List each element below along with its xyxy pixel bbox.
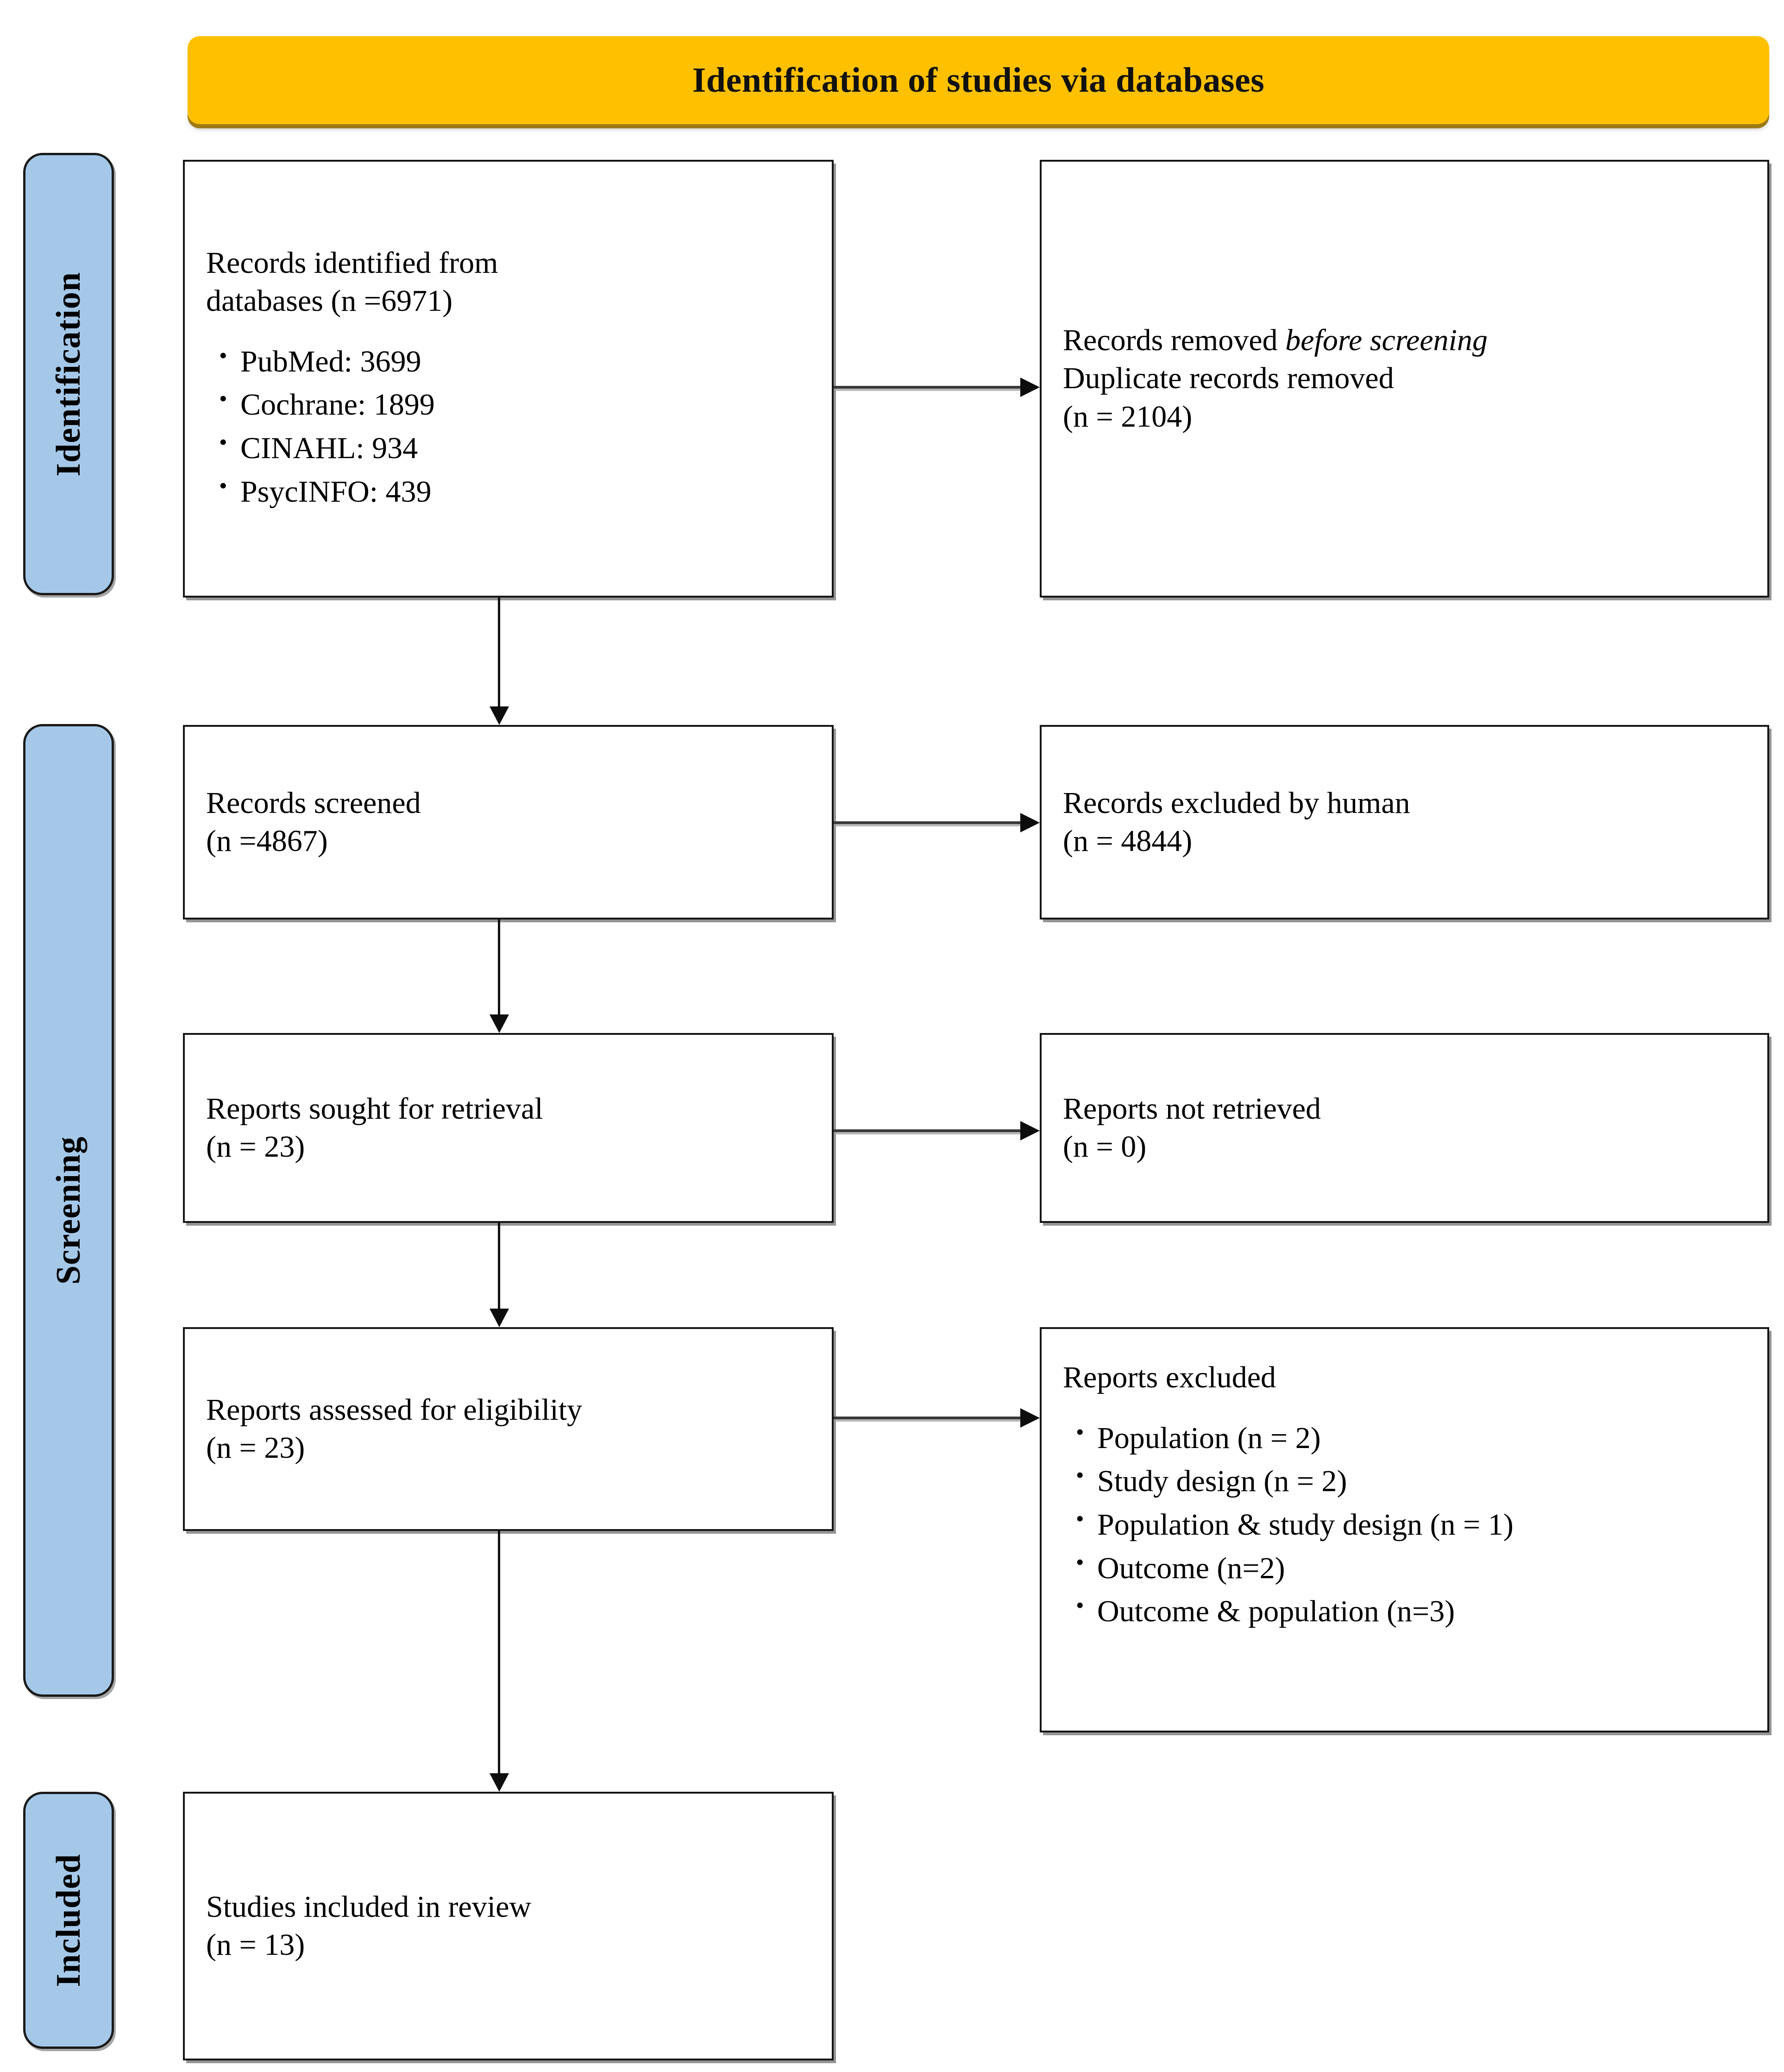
list-item: Population & study design (n = 1) — [1076, 1502, 1746, 1547]
arrow-screened-to-sought — [490, 919, 509, 1033]
box-reports-assessed-for-eligibility: Reports assessed for eligibility (n = 23… — [183, 1327, 834, 1531]
reports-sought-line1: Reports sought for retrieval — [206, 1091, 543, 1126]
records-screened-line1: Records screened — [206, 786, 421, 820]
arrow-shaft — [834, 1417, 1020, 1419]
stage-label-screening: Screening — [23, 724, 114, 1697]
reports-sought-line2: (n = 23) — [206, 1130, 305, 1164]
banner-identification-via-databases: Identification of studies via databases — [188, 36, 1769, 124]
arrow-screened-to-excluded — [834, 813, 1040, 832]
arrow-head — [490, 706, 509, 725]
arrow-shaft — [834, 821, 1020, 824]
reports-assessed-line1: Reports assessed for eligibility — [206, 1392, 583, 1427]
studies-included-line1: Studies included in review — [206, 1889, 532, 1924]
list-item: Outcome & population (n=3) — [1076, 1589, 1746, 1633]
arrow-sought-to-assessed — [490, 1223, 509, 1327]
records-identified-source-list: PubMed: 3699 Cochrane: 1899 CINAHL: 934 … — [206, 339, 810, 514]
records-removed-prefix: Records removed — [1063, 323, 1286, 357]
arrow-head — [1020, 813, 1040, 832]
records-screened-line2: (n =4867) — [206, 824, 328, 858]
reports-not-retrieved-line2: (n = 0) — [1063, 1130, 1147, 1164]
stage-label-identification-text: Identification — [49, 271, 88, 477]
box-records-excluded-by-human: Records excluded by human (n = 4844) — [1040, 725, 1769, 919]
arrow-shaft — [498, 598, 500, 706]
arrow-sought-to-not-retrieved — [834, 1121, 1040, 1140]
box-records-removed-before-screening: Records removed before screening Duplica… — [1040, 160, 1769, 598]
box-records-identified: Records identified from databases (n =69… — [183, 160, 834, 598]
arrow-shaft — [834, 386, 1020, 389]
records-removed-line2: Duplicate records removed — [1063, 361, 1394, 396]
reports-assessed-line2: (n = 23) — [206, 1431, 305, 1465]
records-identified-line2: databases (n =6971) — [206, 284, 453, 318]
arrow-assessed-to-reports-excluded — [834, 1408, 1040, 1428]
list-item: Study design (n = 2) — [1076, 1459, 1746, 1503]
reports-excluded-reason-list: Population (n = 2) Study design (n = 2) … — [1063, 1416, 1746, 1634]
arrow-shaft — [498, 919, 500, 1014]
arrow-shaft — [498, 1531, 500, 1773]
list-item: PsycINFO: 439 — [219, 469, 810, 514]
box-reports-not-retrieved: Reports not retrieved (n = 0) — [1040, 1033, 1769, 1223]
list-item: Outcome (n=2) — [1076, 1546, 1746, 1590]
reports-excluded-title: Reports excluded — [1063, 1360, 1276, 1394]
records-removed-emphasis: before screening — [1285, 323, 1488, 357]
arrow-head — [1020, 1408, 1040, 1428]
box-reports-excluded: Reports excluded Population (n = 2) Stud… — [1040, 1327, 1769, 1732]
records-excluded-line1: Records excluded by human — [1063, 786, 1410, 820]
records-removed-line1: Records removed before screening — [1063, 321, 1746, 360]
records-identified-line1: Records identified from — [206, 246, 498, 280]
arrow-shaft — [498, 1223, 500, 1309]
arrow-head — [490, 1309, 509, 1327]
stage-label-screening-text: Screening — [49, 1136, 88, 1285]
arrow-head — [1020, 1121, 1040, 1140]
banner-title: Identification of studies via databases — [692, 60, 1265, 100]
arrow-head — [490, 1773, 509, 1792]
records-excluded-line2: (n = 4844) — [1063, 824, 1193, 858]
list-item: Cochrane: 1899 — [219, 382, 810, 427]
studies-included-line2: (n = 13) — [206, 1928, 305, 1962]
box-reports-sought-for-retrieval: Reports sought for retrieval (n = 23) — [183, 1033, 834, 1223]
stage-label-included: Included — [23, 1792, 114, 2049]
reports-not-retrieved-line1: Reports not retrieved — [1063, 1091, 1321, 1126]
arrow-shaft — [834, 1129, 1020, 1132]
records-removed-line3: (n = 2104) — [1063, 399, 1193, 434]
arrow-head — [490, 1014, 509, 1033]
list-item: PubMed: 3699 — [219, 339, 810, 384]
arrow-assessed-to-included — [490, 1531, 509, 1792]
arrow-head — [1020, 378, 1040, 397]
list-item: Population (n = 2) — [1076, 1416, 1746, 1460]
box-studies-included-in-review: Studies included in review (n = 13) — [183, 1792, 834, 2060]
stage-label-included-text: Included — [49, 1853, 88, 1987]
stage-label-identification: Identification — [23, 153, 114, 595]
arrow-identified-to-screened — [490, 598, 509, 725]
list-item: CINAHL: 934 — [219, 426, 810, 470]
box-records-screened: Records screened (n =4867) — [183, 725, 834, 919]
arrow-identified-to-removed — [834, 378, 1040, 397]
